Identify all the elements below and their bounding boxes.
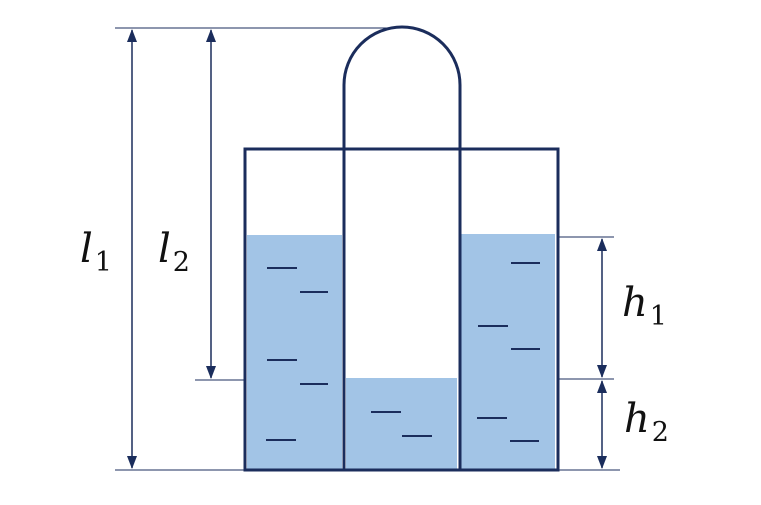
label-l1-subscript: 1 [95, 247, 112, 278]
label-l2-symbol: l [158, 226, 171, 272]
l2-arrow-head-bottom [206, 366, 216, 379]
label-h2: h2 [624, 396, 669, 448]
water-left-compartment [247, 235, 342, 469]
label-h1: h1 [622, 280, 667, 332]
label-h2-symbol: h [624, 396, 650, 442]
water-inside-tube [346, 378, 457, 469]
u-tube [342, 25, 462, 469]
h1-arrow-head-bottom [597, 365, 607, 378]
label-l2-subscript: 2 [173, 247, 190, 278]
label-h2-subscript: 2 [652, 417, 669, 448]
water-dash-marks [266, 262, 540, 442]
l1-arrow-head-top [127, 29, 137, 42]
h1-arrow-head-top [597, 238, 607, 251]
label-h1-subscript: 1 [650, 301, 667, 332]
extension-lines [115, 27, 620, 471]
h2-arrow-head-bottom [597, 456, 607, 469]
label-l1-symbol: l [80, 226, 93, 272]
label-h1-symbol: h [622, 280, 648, 326]
h2-arrow-head-top [597, 380, 607, 393]
l1-arrow-head-bottom [127, 456, 137, 469]
l2-arrow-head-top [206, 29, 216, 42]
arrow-heads [127, 29, 607, 469]
label-l1: l1 [80, 226, 112, 278]
label-l2: l2 [158, 226, 190, 278]
dimension-arrows [131, 30, 603, 468]
water-right-compartment [461, 234, 555, 469]
